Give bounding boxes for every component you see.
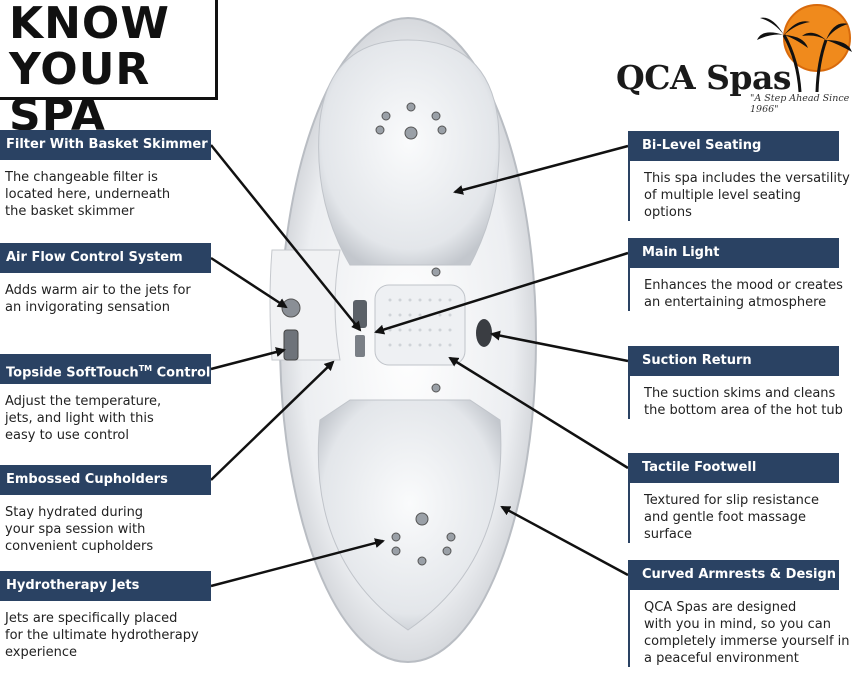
topside-control-panel	[283, 329, 299, 361]
arrow-filter	[210, 144, 362, 332]
feature-title: Main Light	[628, 238, 839, 268]
feature-title: Air Flow Control System	[0, 243, 211, 273]
know-your-spa-title: KNOW YOUR SPA	[0, 0, 218, 139]
lower-jets	[391, 512, 456, 566]
mid-jet	[431, 267, 441, 277]
brand-name: QCA Spas	[616, 58, 791, 97]
feature-title: Bi-Level Seating	[628, 131, 839, 161]
spa-control-deck	[269, 249, 341, 361]
suction-return	[476, 319, 492, 347]
brand-tagline: "A Step Ahead Since 1966"	[750, 93, 850, 115]
feature-text: Stay hydrated during your spa session wi…	[5, 505, 154, 554]
title-line-1: KNOW	[9, 0, 170, 49]
trademark-mark: TM	[138, 364, 153, 373]
feature-title: Suction Return	[628, 346, 839, 376]
upper-seat-well	[318, 39, 500, 266]
arrow-airflow	[210, 256, 288, 309]
feature-cupholders: Embossed Cupholders Stay hydrated during…	[0, 465, 211, 555]
feature-title: Curved Armrests & Design	[628, 560, 839, 590]
title-line-2: YOUR SPA	[9, 44, 151, 141]
feature-title: Topside SoftTouchTM Control	[0, 354, 211, 384]
feature-title-suffix: Control	[152, 365, 211, 381]
feature-bilevel-seating: Bi-Level Seating This spa includes the v…	[628, 131, 850, 221]
arrow-topside	[210, 347, 286, 371]
feature-tactile-footwell: Tactile Footwell Textured for slip resis…	[628, 453, 839, 543]
feature-text: Textured for slip resistance and gentle …	[628, 483, 839, 543]
feature-topside-control: Topside SoftTouchTM Control Adjust the t…	[0, 354, 211, 444]
feature-curved-armrests: Curved Armrests & Design QCA Spas are de…	[628, 560, 850, 667]
lower-mid-jet	[431, 383, 441, 393]
feature-airflow: Air Flow Control System Adds warm air to…	[0, 243, 211, 316]
feature-filter: Filter With Basket Skimmer The changeabl…	[0, 130, 211, 220]
feature-text: Adjust the temperature, jets, and light …	[5, 394, 162, 443]
arrow-armrests	[500, 505, 629, 577]
arrow-footwell	[448, 356, 629, 470]
feature-title: Hydrotherapy Jets	[0, 571, 211, 601]
tactile-footwell	[374, 284, 466, 366]
feature-text: This spa includes the versatility of mul…	[628, 161, 850, 221]
feature-text: The changeable filter is located here, u…	[5, 170, 171, 219]
arrow-jets	[210, 538, 385, 588]
palm-sun-icon	[757, 4, 852, 93]
feature-title: Filter With Basket Skimmer	[0, 130, 211, 160]
filter-skimmer	[355, 335, 365, 357]
footwell-texture	[388, 298, 452, 347]
lower-seat-well	[317, 399, 502, 631]
arrow-mainlight	[374, 251, 629, 335]
feature-suction-return: Suction Return The suction skims and cle…	[628, 346, 843, 419]
feature-text: Enhances the mood or creates an entertai…	[628, 268, 843, 311]
feature-title-main: Topside SoftTouch	[6, 365, 139, 381]
feature-text: QCA Spas are designed with you in mind, …	[628, 590, 850, 667]
feature-text: Jets are specifically placed for the ult…	[5, 611, 199, 660]
feature-jets: Hydrotherapy Jets Jets are specifically …	[0, 571, 211, 661]
qca-logo: QCA Spas "A Step Ahead Since 1966"	[612, 0, 857, 115]
air-control-knob	[281, 298, 301, 318]
feature-title: Tactile Footwell	[628, 453, 839, 483]
upper-jets	[375, 102, 447, 140]
feature-title: Embossed Cupholders	[0, 465, 211, 495]
arrow-bilevel	[453, 144, 629, 195]
arrow-suction	[490, 330, 629, 363]
feature-main-light: Main Light Enhances the mood or creates …	[628, 238, 843, 311]
feature-text: Adds warm air to the jets for an invigor…	[5, 283, 191, 315]
arrow-cupholders	[210, 360, 335, 481]
feature-text: The suction skims and cleans the bottom …	[628, 376, 843, 419]
